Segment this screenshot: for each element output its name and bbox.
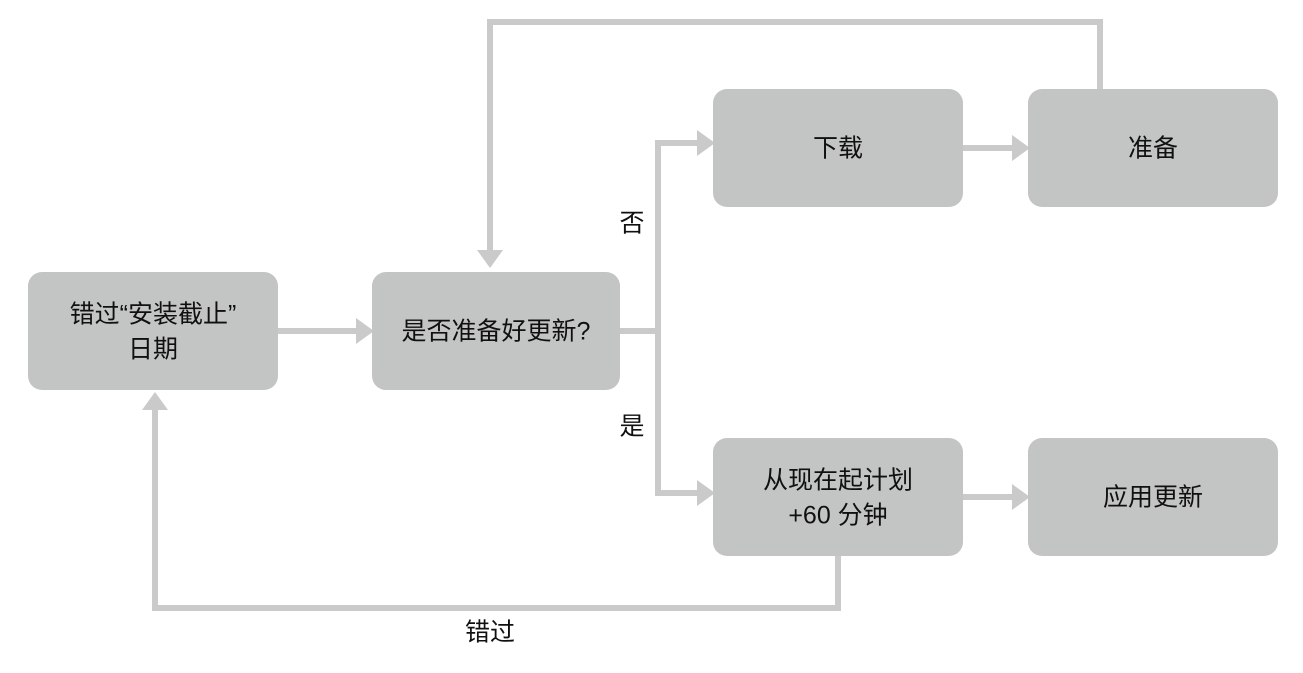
edge-schedule-to-missed	[142, 392, 841, 611]
edge-label-yes: 是	[619, 413, 644, 441]
missed-install-deadline-box[interactable]	[28, 272, 278, 390]
edge-label-no: 否	[619, 210, 644, 238]
edge-check-to-schedule	[655, 480, 715, 506]
apply-update-box[interactable]	[1028, 438, 1278, 556]
missed-install-deadline-label-line1: 错过“安装截止”	[70, 301, 237, 329]
missed-install-deadline-label-line2: 日期	[128, 336, 178, 364]
edge-schedule-to-apply	[963, 484, 1030, 510]
prepare-label: 准备	[1128, 135, 1178, 163]
schedule-from-now-box[interactable]	[713, 438, 963, 556]
download-box[interactable]	[713, 89, 963, 207]
edge-prepare-to-check	[477, 19, 1103, 268]
edge-label-missed: 错过	[465, 619, 515, 647]
prepare-node[interactable]: 准备	[1028, 89, 1278, 207]
apply-update-node[interactable]: 应用更新	[1028, 438, 1278, 556]
download-label: 下载	[813, 135, 863, 163]
edge-download-to-prepare	[963, 135, 1030, 161]
edge-missed-to-check	[278, 318, 374, 344]
prepare-box[interactable]	[1028, 89, 1278, 207]
download-node[interactable]: 下载	[713, 89, 963, 207]
ready-for-update-decision-label: 是否准备好更新?	[402, 318, 591, 346]
ready-for-update-decision-node[interactable]: 是否准备好更新?	[372, 272, 620, 390]
apply-update-label: 应用更新	[1103, 484, 1203, 512]
schedule-from-now-label-line2: +60 分钟	[788, 502, 887, 530]
ready-for-update-decision-box[interactable]	[372, 272, 620, 390]
edge-check-to-download	[655, 130, 715, 156]
schedule-from-now-node[interactable]: 从现在起计划 +60 分钟	[713, 438, 963, 556]
schedule-from-now-label-line1: 从现在起计划	[763, 467, 913, 495]
missed-install-deadline-node[interactable]: 错过“安装截止” 日期	[28, 272, 278, 390]
